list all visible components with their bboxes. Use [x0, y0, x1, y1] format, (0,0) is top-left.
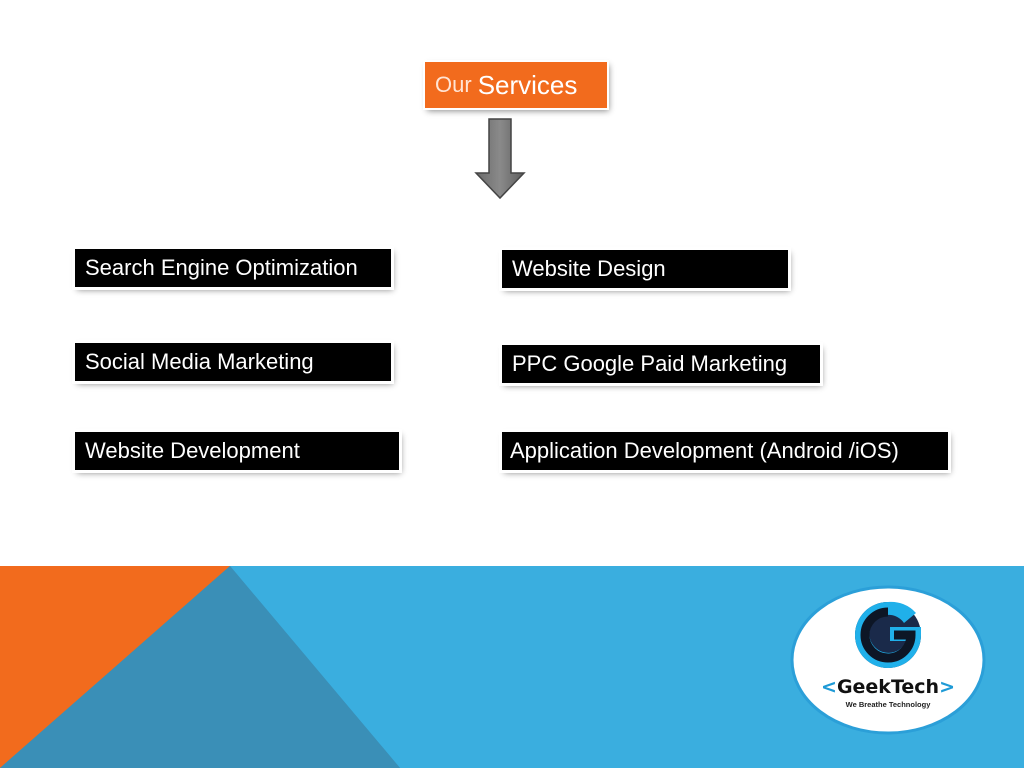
- service-label: Social Media Marketing: [85, 349, 314, 374]
- service-application-development: Application Development (Android /iOS): [502, 432, 948, 470]
- title-word-services: Services: [477, 69, 578, 100]
- logo-wordmark: <GeekTech>: [821, 676, 955, 698]
- service-label: Application Development (Android /iOS): [510, 438, 899, 463]
- service-ppc-google-paid-marketing: PPC Google Paid Marketing: [502, 345, 820, 383]
- service-label: Search Engine Optimization: [85, 255, 358, 280]
- down-arrow-icon: [474, 118, 526, 200]
- geektech-logo: [790, 585, 986, 735]
- service-website-design: Website Design: [502, 250, 788, 288]
- logo-tagline: We Breathe Technology: [845, 700, 931, 709]
- service-label: Website Design: [512, 256, 666, 281]
- g-letter-logo-icon: [855, 601, 921, 668]
- title-word-our: Our: [435, 72, 472, 97]
- service-label: Website Development: [85, 438, 300, 463]
- service-label: PPC Google Paid Marketing: [512, 351, 788, 376]
- service-seo: Search Engine Optimization: [75, 249, 391, 287]
- service-social-media-marketing: Social Media Marketing: [75, 343, 391, 381]
- service-website-development: Website Development: [75, 432, 399, 470]
- title-box: Our Services: [425, 62, 607, 108]
